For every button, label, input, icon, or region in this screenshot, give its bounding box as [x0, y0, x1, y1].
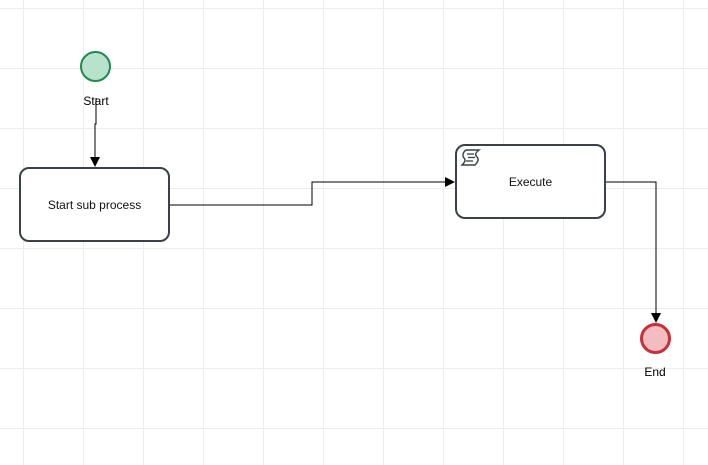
end-event[interactable] [640, 323, 671, 354]
connector-start-to-subprocess[interactable] [90, 98, 100, 167]
connector-execute-to-end[interactable] [606, 181, 661, 323]
start-event[interactable] [80, 51, 111, 82]
task-execute[interactable]: Execute [455, 144, 606, 219]
task-label: Execute [508, 174, 553, 189]
start-event-label: Start [83, 94, 109, 108]
script-icon [460, 149, 482, 166]
task-start-sub-process[interactable]: Start sub process [19, 167, 170, 242]
end-event-label: End [644, 365, 666, 379]
task-label: Start sub process [47, 197, 142, 212]
connector-subprocess-to-execute[interactable] [170, 177, 455, 206]
